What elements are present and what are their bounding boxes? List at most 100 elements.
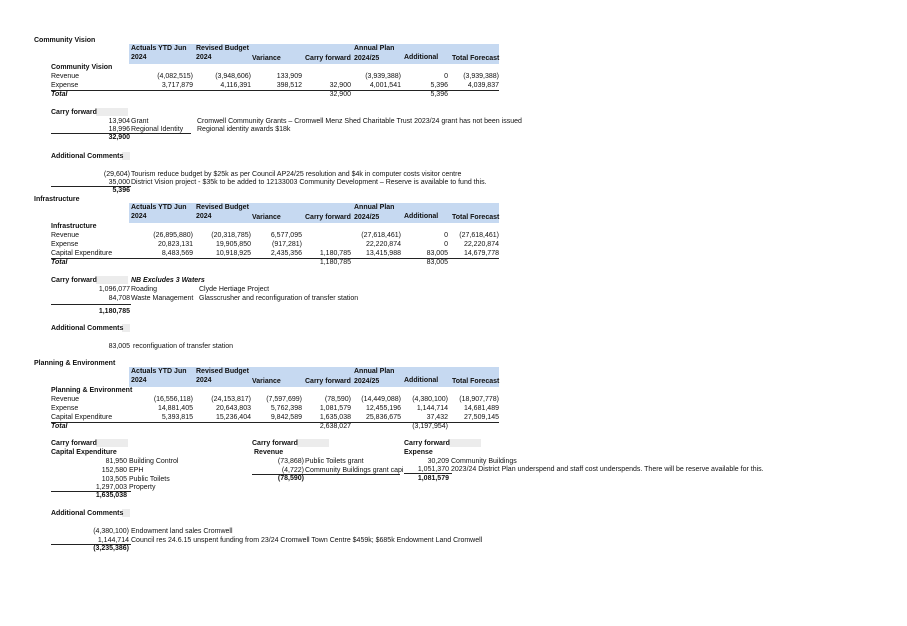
additional-amount: (29,604) bbox=[103, 171, 130, 178]
col-carry: Carry forward bbox=[305, 378, 351, 385]
row-label: Expense bbox=[51, 241, 79, 248]
cell-additional: 37,432 bbox=[426, 414, 448, 421]
total-additional: (3,197,954) bbox=[412, 423, 448, 430]
col-variance: Variance bbox=[252, 55, 281, 62]
col-total: Total Forecast bbox=[452, 214, 500, 221]
section-title-community: Community Vision bbox=[34, 37, 96, 44]
cell-variance: 398,512 bbox=[276, 82, 302, 89]
col-carry: Carry forward bbox=[305, 55, 351, 62]
cell-total: 14,681,489 bbox=[463, 405, 499, 412]
total-rule bbox=[51, 422, 499, 423]
carry-amount: 18,996 bbox=[108, 126, 130, 133]
additional-rule bbox=[51, 544, 131, 545]
cell-total: 14,679,778 bbox=[463, 250, 499, 257]
cell-actuals: 8,483,569 bbox=[161, 250, 193, 257]
col-annual-1: Annual Plan bbox=[354, 368, 395, 375]
highlight bbox=[96, 276, 128, 284]
cell-total: (18,907,778) bbox=[459, 396, 499, 403]
additional-heading: Additional Comments bbox=[51, 510, 124, 517]
cell-revised: 4,116,391 bbox=[220, 82, 251, 89]
cell-variance: (917,281) bbox=[272, 241, 302, 248]
carry-heading: Carry forward bbox=[51, 109, 97, 116]
cell-annual: (27,618,461) bbox=[361, 232, 401, 239]
col-variance: Variance bbox=[252, 214, 281, 221]
cell-additional: 5,396 bbox=[430, 82, 448, 89]
revenue-name: Community Buildings grant capi bbox=[305, 467, 404, 474]
carry-name: Regional Identity bbox=[131, 126, 184, 133]
carry-name: Waste Management bbox=[131, 295, 194, 302]
col-actuals-2: 2024 bbox=[131, 377, 147, 384]
carry-heading: Carry forward bbox=[51, 277, 97, 284]
cell-total: (3,939,388) bbox=[463, 73, 499, 80]
highlight bbox=[297, 439, 329, 447]
carry-name: Grant bbox=[131, 118, 149, 125]
carry-rule bbox=[51, 304, 131, 305]
col-actuals-2: 2024 bbox=[131, 54, 147, 61]
capex-total: 1,635,038 bbox=[95, 492, 127, 499]
cell-total: (27,618,461) bbox=[459, 232, 499, 239]
additional-amount: (4,380,100) bbox=[93, 528, 129, 535]
cell-annual: 25,836,675 bbox=[365, 414, 401, 421]
additional-note: Council res 24.6.15 unspent funding from… bbox=[131, 537, 483, 544]
revenue-name: Public Toilets grant bbox=[305, 458, 364, 465]
table-title-infrastructure: Infrastructure bbox=[51, 223, 97, 230]
table-header-infrastructure bbox=[129, 203, 499, 223]
capex-name: Property bbox=[129, 484, 156, 491]
col-variance: Variance bbox=[252, 378, 281, 385]
cell-annual: 12,455,196 bbox=[365, 405, 401, 412]
expense-rule bbox=[404, 473, 452, 474]
capex-amount: 81,950 bbox=[105, 458, 127, 465]
col-carry: Carry forward bbox=[305, 214, 351, 221]
cell-total: 22,220,874 bbox=[463, 241, 499, 248]
carry-heading-revenue: Carry forward bbox=[252, 440, 298, 447]
row-label: Capital Expenditure bbox=[51, 414, 113, 421]
col-revised-1: Revised Budget bbox=[196, 204, 249, 211]
col-annual-1: Annual Plan bbox=[354, 45, 395, 52]
cell-carry: (78,590) bbox=[324, 396, 351, 403]
additional-rule bbox=[51, 186, 131, 187]
revenue-amount: (73,868) bbox=[277, 458, 304, 465]
highlight bbox=[122, 509, 130, 517]
highlight bbox=[449, 439, 481, 447]
row-label: Capital Expenditure bbox=[51, 250, 113, 257]
total-additional: 83,005 bbox=[426, 259, 448, 266]
cell-additional: 83,005 bbox=[426, 250, 448, 257]
col-revised-2: 2024 bbox=[196, 377, 212, 384]
additional-heading: Additional Comments bbox=[51, 325, 124, 332]
col-revised-1: Revised Budget bbox=[196, 368, 249, 375]
col-total: Total Forecast bbox=[452, 378, 500, 385]
section-title-infrastructure: Infrastructure bbox=[34, 196, 80, 203]
row-label: Expense bbox=[51, 405, 79, 412]
cell-annual: 4,001,541 bbox=[369, 82, 401, 89]
total-rule bbox=[51, 258, 499, 259]
cell-total: 27,509,145 bbox=[463, 414, 499, 421]
col-actuals-1: Actuals YTD Jun bbox=[131, 368, 187, 375]
carry-amount: 1,096,077 bbox=[98, 286, 130, 293]
cell-additional: (4,380,100) bbox=[412, 396, 448, 403]
cell-variance: 5,762,398 bbox=[270, 405, 302, 412]
capex-rule bbox=[51, 491, 131, 492]
cell-revised: (3,948,606) bbox=[215, 73, 251, 80]
row-label: Expense bbox=[51, 82, 79, 89]
col-annual-1: Annual Plan bbox=[354, 204, 395, 211]
col-total: Total Forecast bbox=[452, 55, 500, 62]
table-title-community: Community Vision bbox=[51, 64, 113, 71]
highlight bbox=[122, 324, 130, 332]
col-annual-2: 2024/25 bbox=[354, 214, 380, 221]
capex-amount: 103,505 bbox=[101, 476, 127, 483]
additional-total: (3,235,386) bbox=[93, 545, 129, 552]
cell-revised: 15,236,404 bbox=[215, 414, 251, 421]
cell-revised: 19,905,850 bbox=[215, 241, 251, 248]
table-title-planning: Planning & Environment bbox=[51, 387, 133, 394]
carry-amount: 84,708 bbox=[108, 295, 130, 302]
cell-annual: 22,220,874 bbox=[365, 241, 401, 248]
highlight bbox=[96, 439, 128, 447]
revenue-amount: (4,722) bbox=[281, 467, 304, 474]
col-revised-1: Revised Budget bbox=[196, 45, 249, 52]
highlight bbox=[122, 152, 130, 160]
capex-amount: 152,580 bbox=[101, 467, 127, 474]
carry-name: Roading bbox=[131, 286, 158, 293]
row-label: Revenue bbox=[51, 73, 80, 80]
cell-actuals: 5,393,815 bbox=[161, 414, 193, 421]
carry-heading-expense: Carry forward bbox=[404, 440, 450, 447]
